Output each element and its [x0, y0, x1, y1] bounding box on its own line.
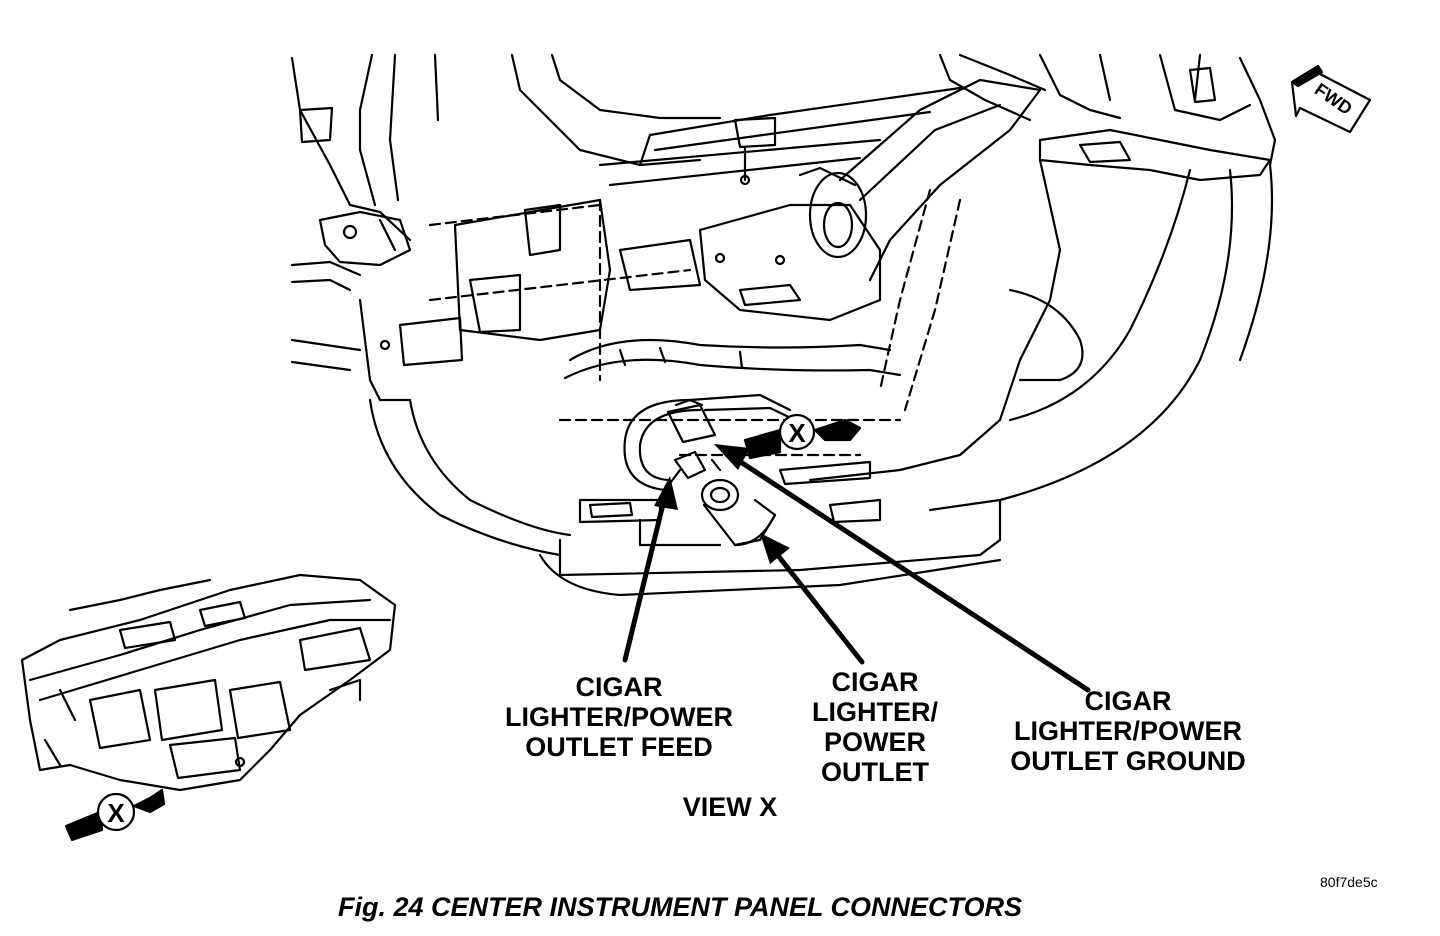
callout-outlet-label: CIGAR LIGHTER/ POWER OUTLET — [790, 667, 960, 787]
callout-feed-line-3: OUTLET FEED — [525, 732, 713, 762]
callout-leaders — [622, 452, 1091, 693]
feed-arrowhead — [654, 476, 678, 510]
figure-caption: Fig. 24 CENTER INSTRUMENT PANEL CONNECTO… — [337, 892, 1023, 922]
view-x-marker-main — [743, 413, 862, 460]
callout-outlet-line-3: POWER — [823, 727, 926, 757]
ground-arrowhead — [714, 444, 750, 470]
view-marker-inset-letter: X — [107, 798, 125, 828]
outlet-leader — [769, 545, 865, 665]
center-stack-structure — [290, 53, 1277, 597]
figure-code: 80f7de5c — [1320, 874, 1378, 890]
callout-outlet-line-2: LIGHTER/ — [812, 697, 938, 727]
callout-arrowheads — [654, 444, 790, 564]
feed-leader — [622, 497, 667, 663]
view-label: VIEW X — [682, 792, 778, 822]
forward-arrow — [1290, 64, 1372, 134]
callout-feed-line-1: CIGAR — [575, 672, 663, 702]
callout-ground-line-3: OUTLET GROUND — [1010, 746, 1246, 776]
outlet-arrowhead — [760, 533, 790, 564]
view-marker-main-letter: X — [788, 418, 806, 448]
callout-ground-line-2: LIGHTER/POWER — [1014, 716, 1242, 746]
callout-feed-label: CIGAR LIGHTER/POWER OUTLET FEED — [488, 672, 750, 762]
callout-outlet-line-1: CIGAR — [831, 667, 919, 697]
callout-ground-line-1: CIGAR — [1084, 686, 1172, 716]
callout-feed-line-2: LIGHTER/POWER — [505, 702, 733, 732]
ground-leader — [727, 452, 1091, 693]
view-x-marker-inset — [64, 788, 166, 842]
callout-outlet-line-4: OUTLET — [821, 757, 929, 787]
callout-ground-label: CIGAR LIGHTER/POWER OUTLET GROUND — [990, 686, 1266, 776]
dashboard-inset — [20, 573, 397, 792]
